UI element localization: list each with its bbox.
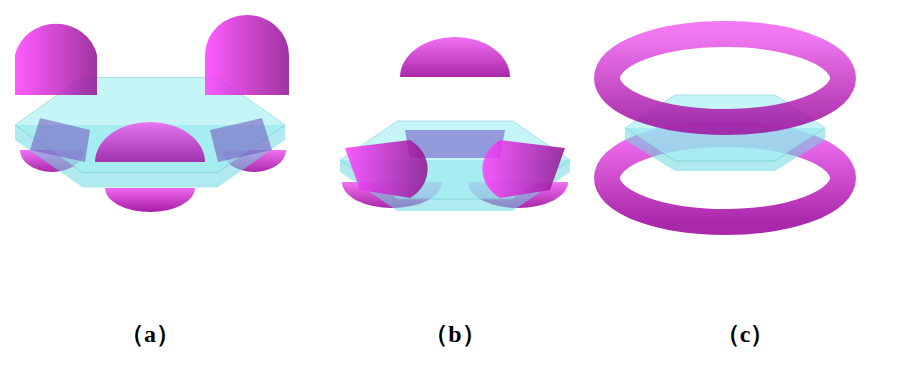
half-disk [210, 118, 272, 162]
panel-label: （c） [716, 318, 775, 350]
half-disk [205, 15, 289, 95]
panel-label: （b） [424, 318, 485, 350]
figure-a [15, 15, 289, 212]
hexagon-prism [340, 121, 570, 199]
figure-c [607, 34, 843, 222]
figure-b [340, 37, 570, 211]
half-disk [105, 188, 195, 212]
panel-label: （a） [120, 318, 180, 350]
half-disk [345, 140, 428, 198]
half-disk [400, 37, 510, 77]
torus [607, 34, 843, 122]
half-disk [30, 118, 90, 162]
half-disk [482, 140, 565, 198]
half-disk [95, 122, 205, 162]
half-disk [15, 24, 97, 95]
